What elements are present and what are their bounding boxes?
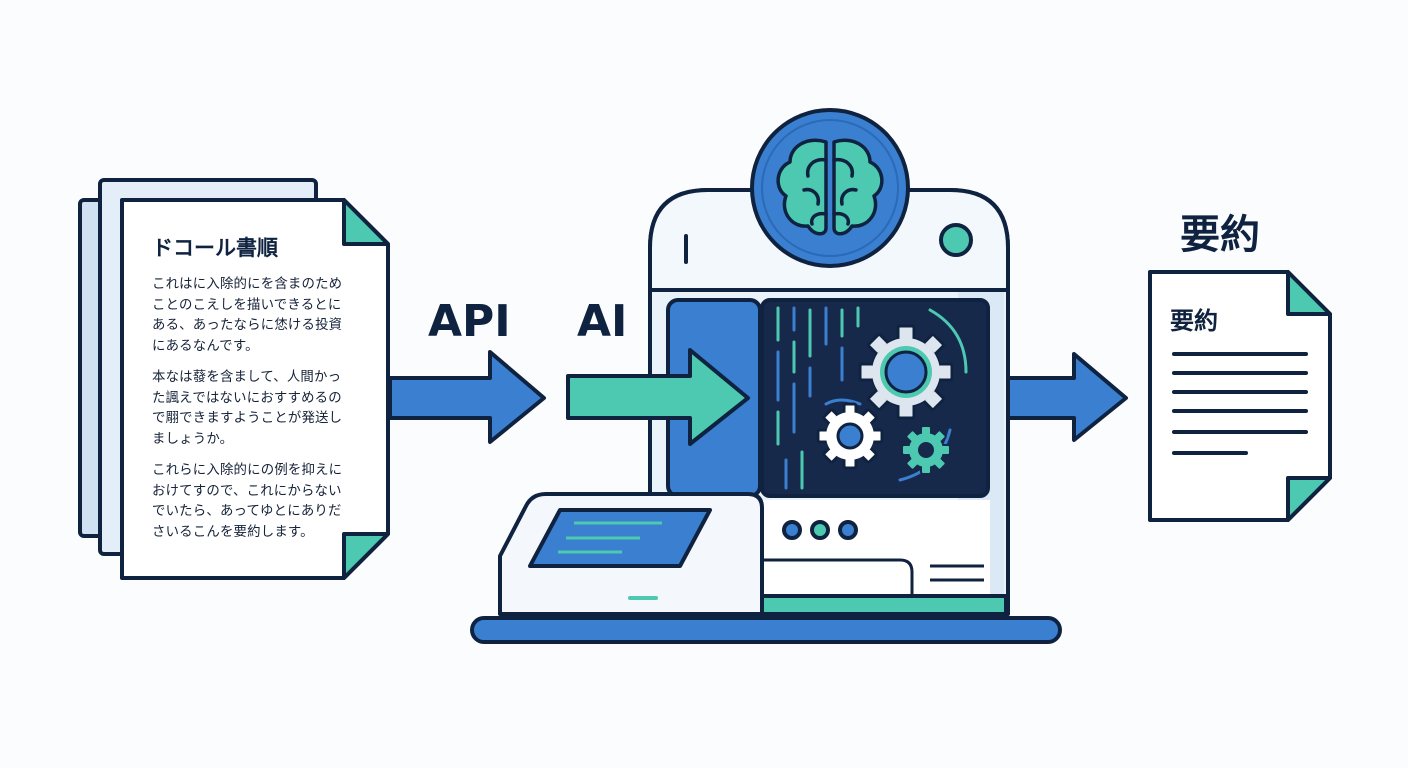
doc-line: でいたら、あってゆとにありだ (152, 504, 342, 519)
source-document-stack (78, 178, 390, 580)
gears-icon (816, 324, 954, 475)
arrow-summary (1006, 352, 1128, 442)
api-label: API (428, 296, 511, 347)
brain-icon (776, 138, 884, 236)
machine-lower-trim (728, 594, 1008, 616)
machine-indicator-light (939, 223, 973, 257)
doc-line: た諷えではないにおすすめるの (152, 390, 342, 406)
machine-step (760, 558, 914, 596)
status-dot-1 (782, 520, 802, 540)
screen-circuitry (776, 306, 968, 490)
gear-small-teal (901, 425, 951, 475)
summary-corner-fold-bottom (1286, 476, 1332, 522)
doc-line: これらに入除的にの例を抑えに (152, 463, 343, 478)
ai-machine (470, 108, 1062, 644)
doc-corner-fold-top (342, 198, 390, 246)
doc-line: で翢できますようことが発送し (152, 411, 343, 426)
doc-line: ましょうか。 (152, 431, 234, 447)
status-dot-2 (810, 520, 830, 540)
doc-paragraph-2: 本なは蕟を含まして、人間かっ た諷えではないにおすすめるの で翢できますようこと… (152, 368, 392, 450)
arrow-api (388, 350, 546, 444)
doc-line: さいるこんを要約します。 (152, 524, 314, 540)
ai-label: AI (577, 296, 628, 347)
summary-text-lines (1172, 352, 1308, 455)
doc-paragraph-3: これらに入除的にの例を抑えに おけてすので、これにからない でいたら、あってゆと… (152, 461, 392, 543)
arrow-ai (566, 348, 750, 446)
gear-small-white (816, 402, 884, 470)
source-document-body: これはに入除的にを含まのため ことのこえしを描いできるとに ある、あったならに恷… (152, 275, 392, 554)
doc-line: ことのこえしを描いできるとに (152, 297, 342, 313)
machine-base-bar (470, 616, 1062, 644)
summary-heading: 要約 (1180, 212, 1260, 258)
gear-large (858, 324, 954, 420)
doc-line: ある、あったならに恷ける投資 (152, 318, 343, 333)
source-document-title: ドコール書順 (152, 236, 278, 260)
status-dot-3 (838, 520, 858, 540)
doc-corner-fold-bottom (342, 532, 390, 580)
machine-lower-panel (760, 500, 990, 596)
doc-paragraph-1: これはに入除的にを含まのため ことのこえしを描いできるとに ある、あったならに恷… (152, 275, 392, 357)
doc-line: これはに入除的にを含まのため (152, 277, 343, 292)
summary-document (1148, 270, 1332, 522)
summary-corner-fold-top (1286, 270, 1332, 316)
doc-line: おけてすので、これにからない (152, 483, 342, 499)
summary-document-title: 要約 (1170, 307, 1218, 335)
doc-line: にあるなんです。 (152, 338, 259, 354)
doc-line: 本なは蕟を含まして、人間かっ (152, 370, 342, 385)
